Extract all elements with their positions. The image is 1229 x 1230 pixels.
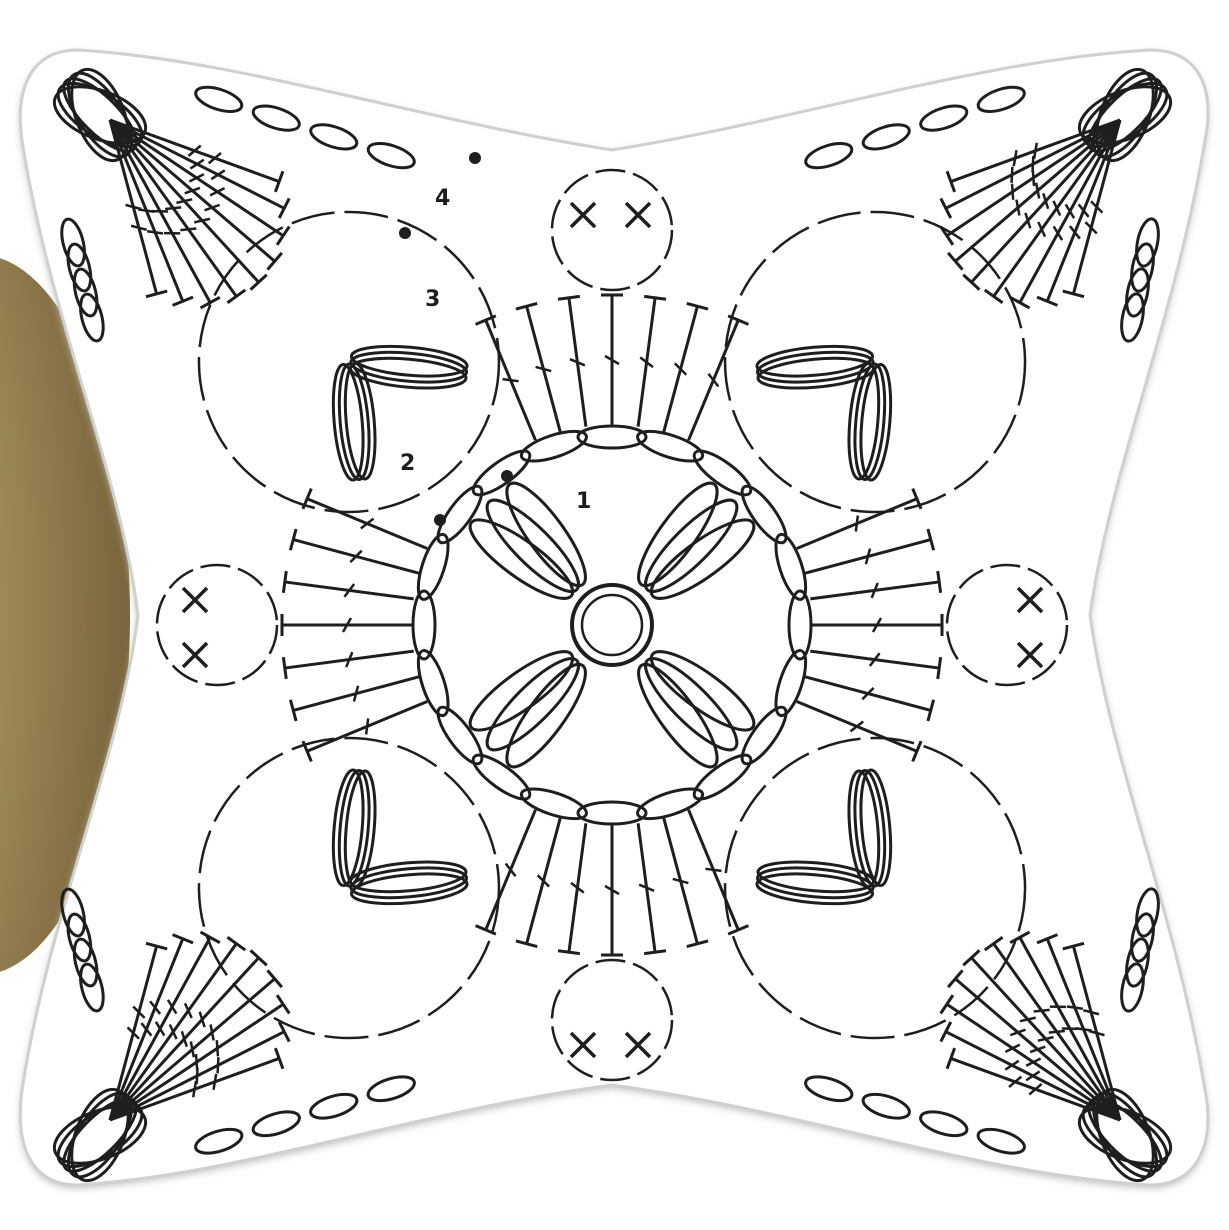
round-4-treble-crochet-tick <box>180 229 196 231</box>
round-4-treble-crochet-tick <box>1034 1010 1050 1012</box>
slip-stitch-dot <box>469 152 481 164</box>
round-4-treble-crochet-tick <box>1049 1031 1065 1033</box>
round-4-treble-crochet-tick <box>217 1040 218 1056</box>
round-label-3: 3 <box>425 287 440 312</box>
round-4-treble-crochet-tick <box>1012 167 1013 183</box>
round-4-treble-crochet-tick <box>218 1057 219 1073</box>
round-label-1: 1 <box>576 489 591 514</box>
round-4-treble-crochet-tick <box>1012 184 1013 200</box>
round-label-4: 4 <box>435 186 450 211</box>
slip-stitch-dot <box>399 227 411 239</box>
slip-stitch-dot <box>501 470 513 482</box>
slip-stitch-dot <box>434 514 446 526</box>
round-label-2: 2 <box>400 451 415 476</box>
round-4-treble-crochet-tick <box>165 207 181 209</box>
